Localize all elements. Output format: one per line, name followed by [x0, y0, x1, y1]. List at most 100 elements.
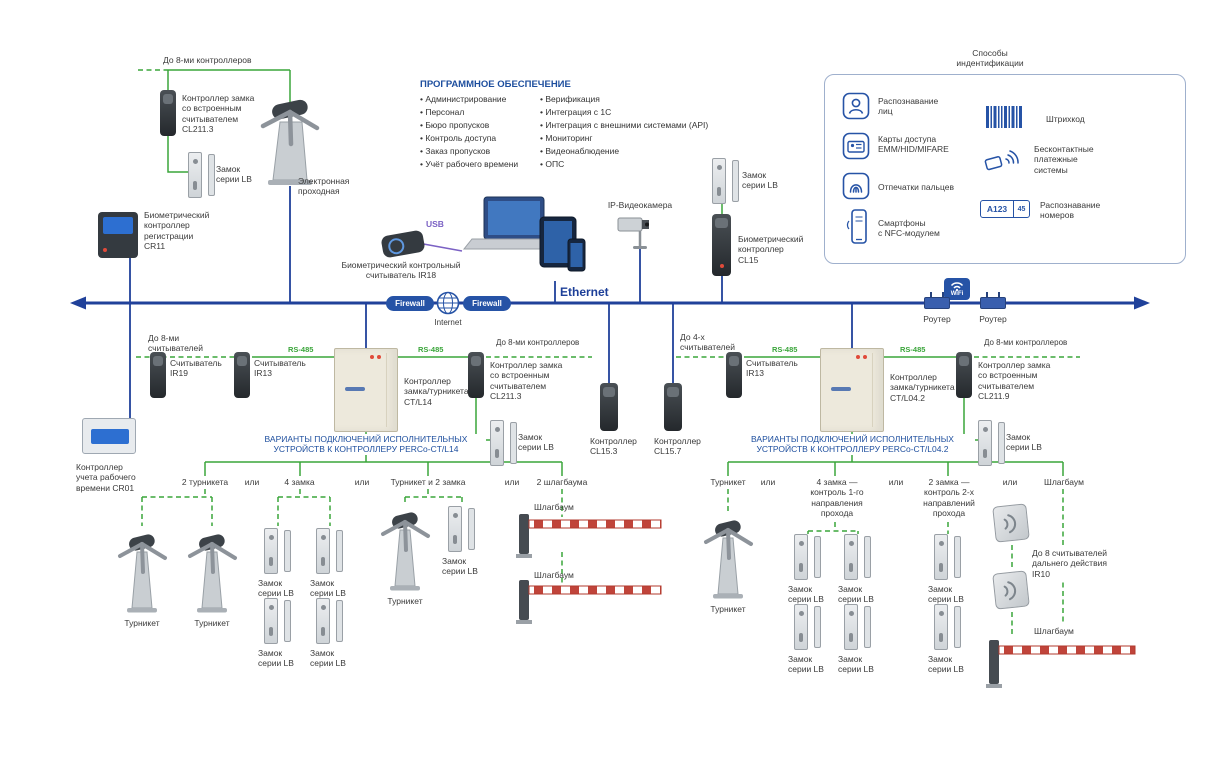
option-4-locks: 4 замка: [284, 477, 315, 487]
face-recognition-icon: [842, 92, 870, 120]
lock-strike-plate: [864, 536, 871, 578]
lock-body: [448, 506, 462, 552]
software-item: Мониторинг: [540, 133, 592, 143]
reader-ir13-icon: [726, 352, 742, 398]
label-router: Роутер: [979, 314, 1007, 324]
label-fingerprints: Отпечатки пальцев: [878, 182, 954, 192]
label-turnstile: Турникет: [124, 618, 160, 628]
option-turnstile: Турникет: [710, 477, 746, 487]
lock-body: [712, 158, 726, 204]
label-up-to-8-readers: До 8-ми считывателей: [148, 333, 203, 354]
label-turnstile: Турникет: [387, 596, 423, 606]
plate-divider: [1013, 201, 1014, 217]
turnstile-icon: [381, 512, 430, 591]
label-contactless-payment: Бесконтактные платежные системы: [1034, 144, 1094, 175]
label-face-recognition: Распознавание лиц: [878, 96, 939, 117]
smartphone-nfc-icon: [846, 209, 867, 244]
long-range-reader-ir10-icon: [992, 503, 1030, 543]
label-ir10: До 8 считывателей дальнего действия IR10: [1032, 548, 1132, 580]
lock-strike-plate: [208, 154, 215, 196]
lock-lb-icon: [794, 604, 822, 650]
label-lock-lb: Замок серии LB: [788, 654, 824, 675]
firewall-label: Firewall: [395, 299, 425, 308]
software-item: Бюро пропусков: [420, 120, 489, 130]
router-icon: [980, 292, 1006, 309]
lock-lb-icon: [316, 528, 344, 574]
label-lock-lb: Замок серии LB: [310, 578, 346, 599]
label-lock-lb: Замок серии LB: [788, 584, 824, 605]
lock-lb-icon: [264, 598, 292, 644]
wifi-icon: WiFi: [944, 278, 970, 300]
label-lock-lb: Замок серии LB: [310, 648, 346, 669]
access-card-icon: [842, 132, 870, 160]
lock-body: [316, 528, 330, 574]
label-lock-lb: Замок серии LB: [216, 164, 252, 185]
lock-strike-plate: [954, 606, 961, 648]
lock-strike-plate: [732, 160, 739, 202]
lock-lb-icon: [490, 420, 518, 466]
lock-lb-icon: [264, 528, 292, 574]
perco-logo: [831, 387, 851, 391]
internet-globe-icon: [436, 291, 460, 315]
lock-lb-icon: [448, 506, 476, 552]
contactless-payment-icon: [984, 150, 1019, 171]
lock-lb-icon: [934, 534, 962, 580]
label-lock-lb: Замок серии LB: [1006, 432, 1042, 453]
label-lock-lb: Замок серии LB: [928, 654, 964, 675]
barrier-icon: [516, 514, 662, 558]
label-internet: Internet: [434, 318, 462, 327]
wifi-waves: [950, 282, 964, 291]
lock-strike-plate: [284, 600, 291, 642]
lock-controller-cl211-9-reader-icon: [956, 352, 972, 398]
label-up-to-8-controllers: До 8-ми контроллеров: [496, 338, 580, 347]
electronic-checkpoint-turnstile-icon: [260, 99, 320, 185]
lock-body: [264, 598, 278, 644]
lock-strike-plate: [336, 530, 343, 572]
lock-strike-plate: [510, 422, 517, 464]
label-router: Роутер: [923, 314, 951, 324]
software-item: Персонал: [420, 107, 464, 117]
label-rs485: RS-485: [772, 345, 798, 354]
label-cl15-7: Контроллер CL15.7: [654, 436, 701, 457]
label-ip-camera: IP-Видеокамера: [607, 200, 673, 210]
reader-waves: [1003, 581, 1017, 601]
reader-ir13-icon: [234, 352, 250, 398]
label-reader-ir19: Считыватель IR19: [170, 358, 222, 379]
ip-camera-icon: [617, 217, 649, 249]
status-led: [370, 355, 374, 359]
software-title: ПРОГРАММНОЕ ОБЕСПЕЧЕНИЕ: [420, 79, 571, 90]
long-range-reader-ir10-icon: [992, 570, 1030, 610]
lock-controller-cl211-reader-icon: [468, 352, 484, 398]
cr11-screen: [103, 217, 133, 234]
lock-body: [264, 528, 278, 574]
lock-strike-plate: [998, 422, 1005, 464]
label-rs485: RS-485: [418, 345, 444, 354]
label-controller-ctl14: Контроллер замка/турникета CT/L14: [404, 376, 469, 407]
option-turnstile-2-locks: Турникет и 2 замка: [390, 477, 466, 487]
label-lock-lb: Замок серии LB: [258, 578, 294, 599]
lock-body: [844, 604, 858, 650]
label-turnstile: Турникет: [194, 618, 230, 628]
fingerprint-icon: [842, 172, 870, 200]
cr01-display: [91, 429, 129, 444]
barrier-icon: [516, 580, 662, 624]
software-item: Интеграция с внешними системами (API): [540, 120, 708, 130]
barrier-icon: [986, 640, 1136, 688]
label-lock-lb: Замок серии LB: [838, 584, 874, 605]
label-rs485: RS-485: [288, 345, 314, 354]
status-led: [856, 355, 860, 359]
firewall-label: Firewall: [472, 299, 502, 308]
lock-body: [490, 420, 504, 466]
label-smartphones-nfc: Смартфоны с NFC-модулем: [878, 218, 940, 239]
software-item: Заказ пропусков: [420, 146, 490, 156]
turnstile-icon: [118, 534, 167, 613]
controller-cl15-3-icon: [600, 383, 618, 431]
label-barrier: Шлагбаум: [534, 502, 574, 512]
biometric-controller-cl15-icon: [712, 214, 731, 276]
label-cr01: Контроллер учета рабочего времени CR01: [76, 462, 136, 493]
perco-logo: [345, 387, 365, 391]
controller-ctl042-icon: [820, 348, 884, 432]
software-item: Контроль доступа: [420, 133, 496, 143]
label-rs485: RS-485: [900, 345, 926, 354]
